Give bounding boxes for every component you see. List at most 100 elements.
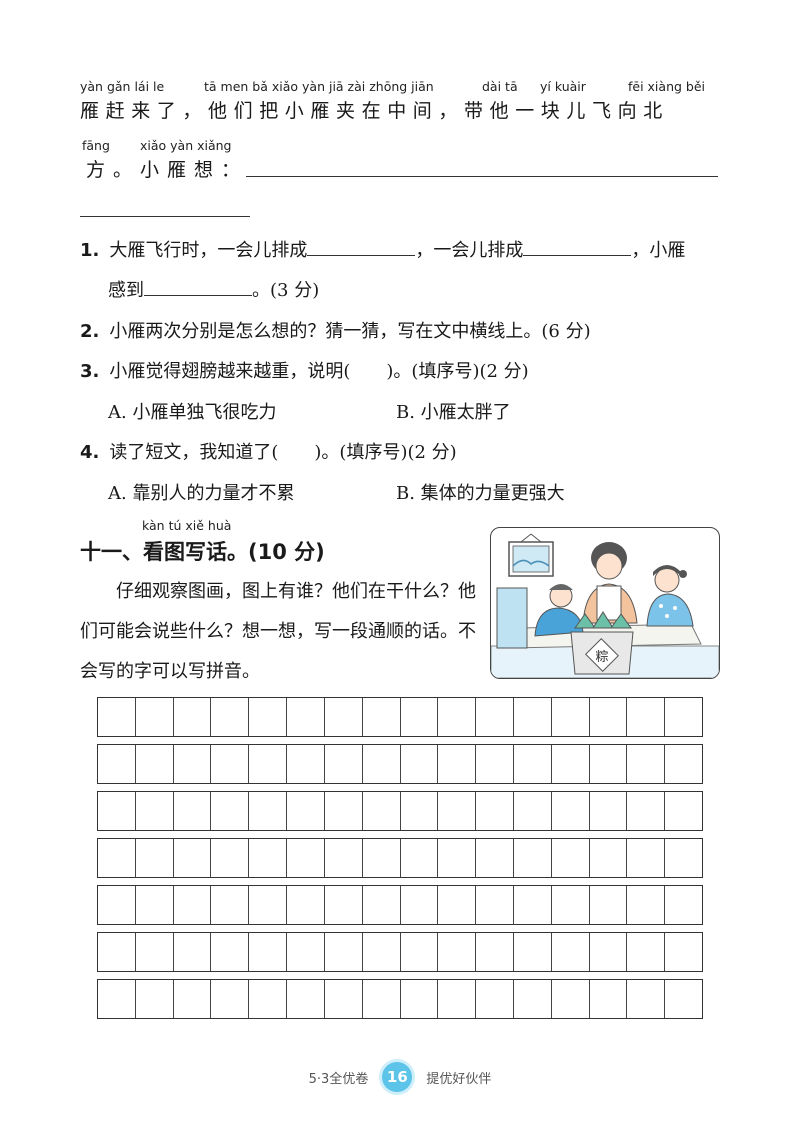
q1-blank-2[interactable]: [523, 237, 632, 256]
grid-cell[interactable]: [588, 698, 627, 736]
grid-cell[interactable]: [98, 980, 135, 1018]
grid-cell[interactable]: [437, 980, 475, 1018]
grid-cell[interactable]: [286, 886, 324, 924]
grid-cell[interactable]: [475, 886, 513, 924]
grid-cell[interactable]: [210, 839, 248, 877]
grid-cell[interactable]: [134, 745, 173, 783]
grid-cell[interactable]: [210, 980, 248, 1018]
grid-cell[interactable]: [626, 698, 664, 736]
grid-cell[interactable]: [626, 886, 664, 924]
answer-line-1[interactable]: [246, 176, 718, 177]
grid-cell[interactable]: [664, 792, 702, 830]
grid-cell[interactable]: [475, 980, 513, 1018]
grid-cell[interactable]: [172, 886, 211, 924]
grid-cell[interactable]: [399, 933, 438, 971]
grid-cell[interactable]: [437, 792, 475, 830]
grid-cell[interactable]: [210, 933, 248, 971]
grid-cell[interactable]: [588, 933, 627, 971]
grid-cell[interactable]: [437, 745, 475, 783]
grid-cell[interactable]: [172, 698, 211, 736]
grid-cell[interactable]: [475, 933, 513, 971]
grid-cell[interactable]: [172, 980, 211, 1018]
grid-cell[interactable]: [248, 792, 286, 830]
grid-cell[interactable]: [361, 933, 400, 971]
grid-cell[interactable]: [437, 933, 475, 971]
grid-cell[interactable]: [475, 839, 513, 877]
question-4-option-b[interactable]: B. 集体的力量更强大: [396, 483, 565, 504]
grid-cell[interactable]: [626, 933, 664, 971]
grid-cell[interactable]: [664, 886, 702, 924]
grid-cell[interactable]: [399, 698, 438, 736]
grid-cell[interactable]: [588, 792, 627, 830]
grid-cell[interactable]: [550, 698, 589, 736]
grid-cell[interactable]: [323, 745, 362, 783]
question-3-option-b[interactable]: B. 小雁太胖了: [396, 402, 511, 423]
grid-cell[interactable]: [172, 792, 211, 830]
grid-cell[interactable]: [248, 745, 286, 783]
grid-cell[interactable]: [664, 933, 702, 971]
grid-cell[interactable]: [248, 698, 286, 736]
grid-cell[interactable]: [98, 933, 135, 971]
grid-cell[interactable]: [172, 745, 211, 783]
grid-cell[interactable]: [172, 839, 211, 877]
grid-cell[interactable]: [664, 745, 702, 783]
grid-cell[interactable]: [664, 839, 702, 877]
grid-cell[interactable]: [286, 839, 324, 877]
grid-cell[interactable]: [323, 933, 362, 971]
grid-cell[interactable]: [588, 745, 627, 783]
grid-cell[interactable]: [550, 745, 589, 783]
grid-cell[interactable]: [626, 980, 664, 1018]
grid-cell[interactable]: [664, 980, 702, 1018]
grid-cell[interactable]: [286, 792, 324, 830]
grid-cell[interactable]: [550, 980, 589, 1018]
answer-line-2[interactable]: [80, 216, 250, 217]
grid-cell[interactable]: [323, 980, 362, 1018]
grid-cell[interactable]: [134, 980, 173, 1018]
grid-cell[interactable]: [134, 886, 173, 924]
grid-cell[interactable]: [512, 886, 551, 924]
grid-cell[interactable]: [323, 792, 362, 830]
grid-cell[interactable]: [475, 792, 513, 830]
grid-cell[interactable]: [98, 745, 135, 783]
grid-cell[interactable]: [361, 839, 400, 877]
grid-cell[interactable]: [437, 839, 475, 877]
q1-blank-1[interactable]: [307, 237, 416, 256]
grid-cell[interactable]: [512, 933, 551, 971]
grid-cell[interactable]: [588, 839, 627, 877]
grid-cell[interactable]: [134, 839, 173, 877]
grid-cell[interactable]: [437, 698, 475, 736]
grid-cell[interactable]: [210, 698, 248, 736]
grid-cell[interactable]: [98, 698, 135, 736]
grid-cell[interactable]: [361, 698, 400, 736]
grid-cell[interactable]: [399, 839, 438, 877]
grid-cell[interactable]: [550, 886, 589, 924]
grid-cell[interactable]: [323, 839, 362, 877]
grid-cell[interactable]: [512, 839, 551, 877]
grid-cell[interactable]: [512, 792, 551, 830]
grid-cell[interactable]: [98, 792, 135, 830]
grid-cell[interactable]: [626, 839, 664, 877]
grid-cell[interactable]: [361, 886, 400, 924]
grid-cell[interactable]: [172, 933, 211, 971]
grid-cell[interactable]: [437, 886, 475, 924]
grid-cell[interactable]: [512, 980, 551, 1018]
grid-cell[interactable]: [248, 839, 286, 877]
grid-cell[interactable]: [134, 933, 173, 971]
grid-cell[interactable]: [323, 886, 362, 924]
grid-cell[interactable]: [475, 745, 513, 783]
grid-cell[interactable]: [323, 698, 362, 736]
grid-cell[interactable]: [361, 792, 400, 830]
grid-cell[interactable]: [399, 980, 438, 1018]
question-4-option-a[interactable]: A. 靠别人的力量才不累: [108, 483, 295, 504]
grid-cell[interactable]: [134, 698, 173, 736]
grid-cell[interactable]: [98, 839, 135, 877]
grid-cell[interactable]: [475, 698, 513, 736]
grid-cell[interactable]: [626, 745, 664, 783]
grid-cell[interactable]: [399, 792, 438, 830]
grid-cell[interactable]: [361, 745, 400, 783]
grid-cell[interactable]: [512, 745, 551, 783]
grid-cell[interactable]: [588, 980, 627, 1018]
grid-cell[interactable]: [550, 839, 589, 877]
grid-cell[interactable]: [399, 745, 438, 783]
grid-cell[interactable]: [98, 886, 135, 924]
